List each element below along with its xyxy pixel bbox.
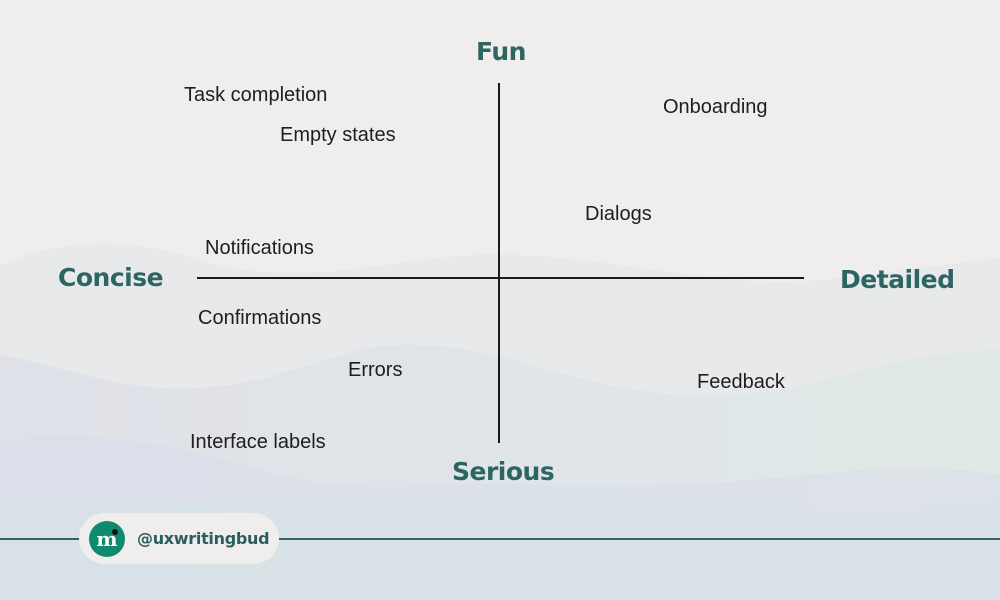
vertical-axis <box>498 83 500 443</box>
item-feedback: Feedback <box>697 371 785 393</box>
logo-dot <box>112 528 118 535</box>
item-onboarding: Onboarding <box>663 96 768 118</box>
social-handle-badge[interactable]: m @uxwritingbud <box>79 513 279 564</box>
axis-label-concise: Concise <box>58 263 164 292</box>
item-empty-states: Empty states <box>280 124 396 146</box>
item-confirmations: Confirmations <box>198 307 322 329</box>
brand-logo-icon: m <box>89 520 125 557</box>
footer-divider <box>0 538 1000 540</box>
axis-label-fun: Fun <box>476 37 526 66</box>
axis-label-serious: Serious <box>452 457 555 486</box>
axis-label-detailed: Detailed <box>840 265 955 294</box>
item-task-completion: Task completion <box>184 84 328 106</box>
social-handle: @uxwritingbud <box>137 529 270 548</box>
item-notifications: Notifications <box>205 237 314 259</box>
horizontal-axis <box>197 277 804 279</box>
item-interface-labels: Interface labels <box>190 431 326 453</box>
item-dialogs: Dialogs <box>585 203 652 225</box>
item-errors: Errors <box>348 359 403 381</box>
